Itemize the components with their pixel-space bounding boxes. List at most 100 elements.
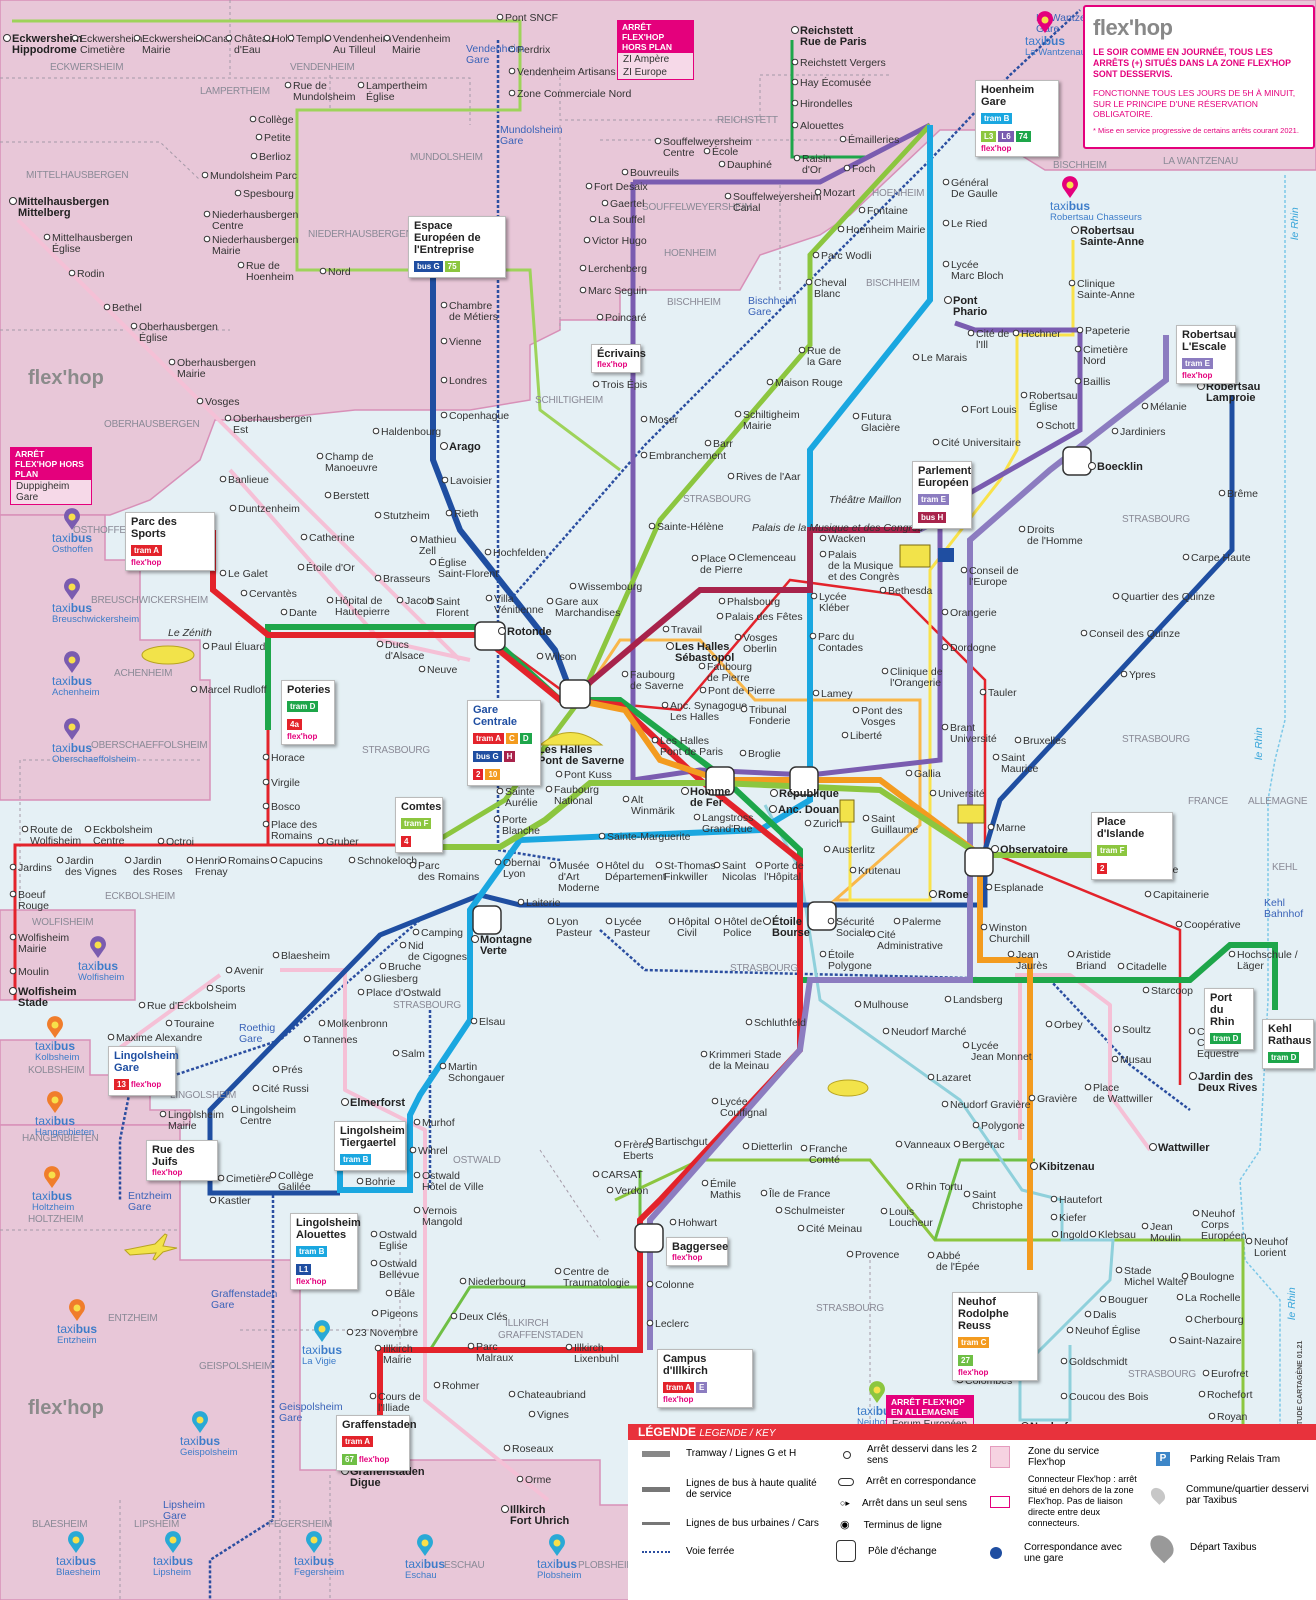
stop[interactable]: Esplanade	[985, 882, 1044, 894]
stop[interactable]: La Souffel	[589, 214, 645, 226]
stop[interactable]: Rohmer	[433, 1380, 480, 1392]
stop[interactable]: Molkenbronn	[318, 1018, 388, 1030]
stop[interactable]: Clemenceau	[728, 552, 796, 564]
stop[interactable]: Camping	[412, 927, 463, 939]
stop[interactable]: Haldenbourg	[372, 426, 441, 438]
stop[interactable]: Blaesheim	[272, 950, 330, 962]
stop[interactable]: Neuve	[418, 664, 458, 676]
stop[interactable]: Verdon	[606, 1185, 648, 1197]
stop[interactable]: Soultz	[1113, 1024, 1151, 1036]
stop[interactable]: Bergerac	[953, 1139, 1005, 1151]
stop[interactable]: Maxime Alexandre	[107, 1032, 203, 1044]
stop[interactable]: Virgile	[262, 777, 300, 789]
stop[interactable]: Kibitzenau	[1030, 1161, 1095, 1173]
stop[interactable]: Pigeons	[371, 1308, 418, 1320]
stop[interactable]: Austerlitz	[823, 844, 875, 856]
stop[interactable]: Cité Meinau	[797, 1223, 862, 1235]
stop[interactable]: Hohl	[263, 33, 294, 45]
stop[interactable]: Gruber	[317, 836, 359, 848]
stop[interactable]: Université	[929, 788, 985, 800]
stop[interactable]: Tauler	[979, 687, 1017, 699]
stop[interactable]: République	[770, 788, 839, 800]
stop[interactable]: Perdrix	[508, 44, 551, 56]
stop[interactable]: Landsberg	[944, 994, 1003, 1006]
stop[interactable]: Elsau	[470, 1016, 505, 1028]
stop[interactable]: Spesbourg	[234, 188, 294, 200]
stop[interactable]: Victor Hugo	[583, 235, 647, 247]
stop[interactable]: CARSAT	[592, 1169, 643, 1181]
stop[interactable]: Copenhague	[440, 410, 509, 422]
stop[interactable]: Mundolsheim Parc	[201, 170, 297, 182]
stop[interactable]: Vosges	[196, 396, 239, 408]
stop[interactable]: Dante	[280, 607, 317, 619]
stop[interactable]: Broglie	[739, 748, 781, 760]
stop[interactable]: Bruxelles	[1014, 735, 1066, 747]
stop[interactable]: Vendenheim Artisans	[508, 66, 616, 78]
stop[interactable]: Cimetière	[217, 1173, 271, 1185]
stop[interactable]: Baillis	[1074, 376, 1110, 388]
stop[interactable]: Palais des Fêtes	[716, 611, 803, 623]
stop[interactable]: Horace	[262, 752, 305, 764]
stop[interactable]: Murhof	[413, 1117, 455, 1129]
stop[interactable]: Stutzheim	[374, 510, 430, 522]
stop[interactable]: Citadelle	[1117, 961, 1167, 973]
stop[interactable]: Papeterie	[1076, 325, 1130, 337]
stop[interactable]: Quartier des Quinze	[1112, 591, 1215, 603]
stop[interactable]: Rotonde	[498, 626, 552, 638]
stop[interactable]: Chateaubriand	[508, 1389, 586, 1401]
stop[interactable]: Dauphiné	[718, 159, 772, 171]
stop[interactable]: Jardins	[9, 862, 52, 874]
stop[interactable]: Gallia	[905, 768, 941, 780]
stop[interactable]: Touraine	[165, 1018, 214, 1030]
stop[interactable]: Banlieue	[219, 474, 269, 486]
stop[interactable]: Orme	[516, 1474, 551, 1486]
stop[interactable]: Bruche	[379, 961, 421, 973]
stop[interactable]: Starcoop	[1142, 985, 1193, 997]
stop[interactable]: Moser	[640, 414, 679, 426]
stop[interactable]: Saint-Nazaire	[1169, 1335, 1242, 1347]
stop[interactable]: Marne	[987, 822, 1026, 834]
stop[interactable]: Fort Louis	[961, 404, 1017, 416]
